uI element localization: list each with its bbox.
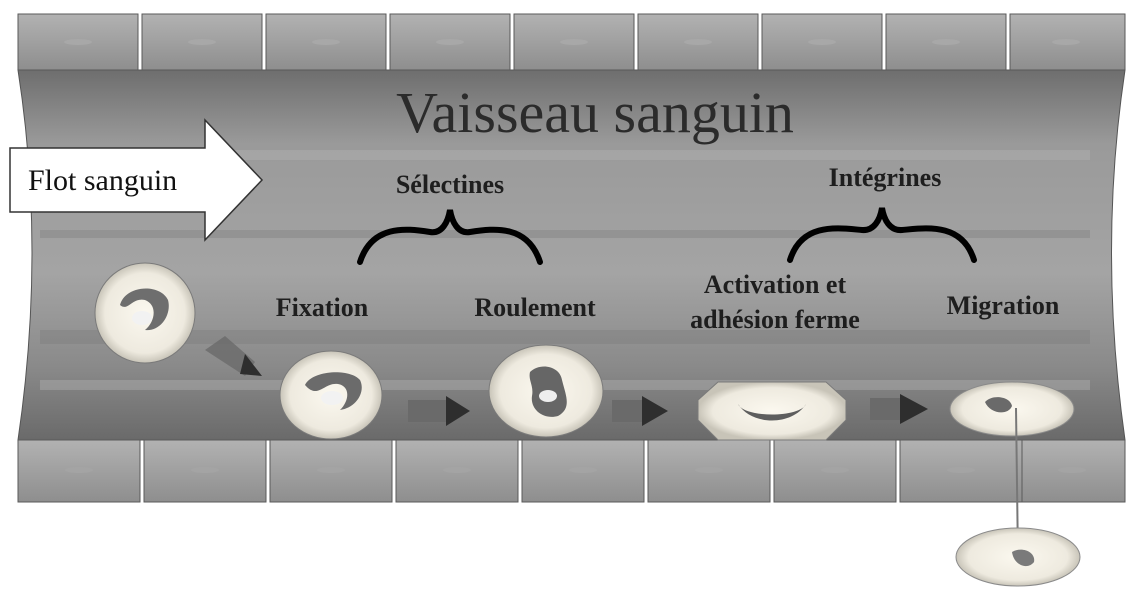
selectins-label: Sélectines bbox=[396, 170, 504, 199]
step-activation-label-line1: Activation et bbox=[704, 270, 847, 299]
leukocyte-rolling bbox=[489, 345, 603, 437]
leukocyte-fixation bbox=[280, 351, 382, 439]
leukocyte-firm-adhesion bbox=[698, 382, 846, 440]
step-fixation-label: Fixation bbox=[276, 293, 369, 322]
vessel-wall-top bbox=[18, 14, 1125, 70]
step-migration-label: Migration bbox=[947, 291, 1060, 320]
integrins-label: Intégrines bbox=[829, 163, 942, 192]
diagram-title: Vaisseau sanguin bbox=[396, 80, 794, 145]
leukocyte-free bbox=[95, 263, 195, 363]
step-rolling-label: Roulement bbox=[474, 293, 596, 322]
step-activation-label-line2: adhésion ferme bbox=[690, 305, 860, 334]
leukocyte-extravasated bbox=[956, 528, 1080, 586]
vessel-wall-bottom bbox=[18, 440, 1125, 502]
flow-label: Flot sanguin bbox=[28, 164, 177, 197]
